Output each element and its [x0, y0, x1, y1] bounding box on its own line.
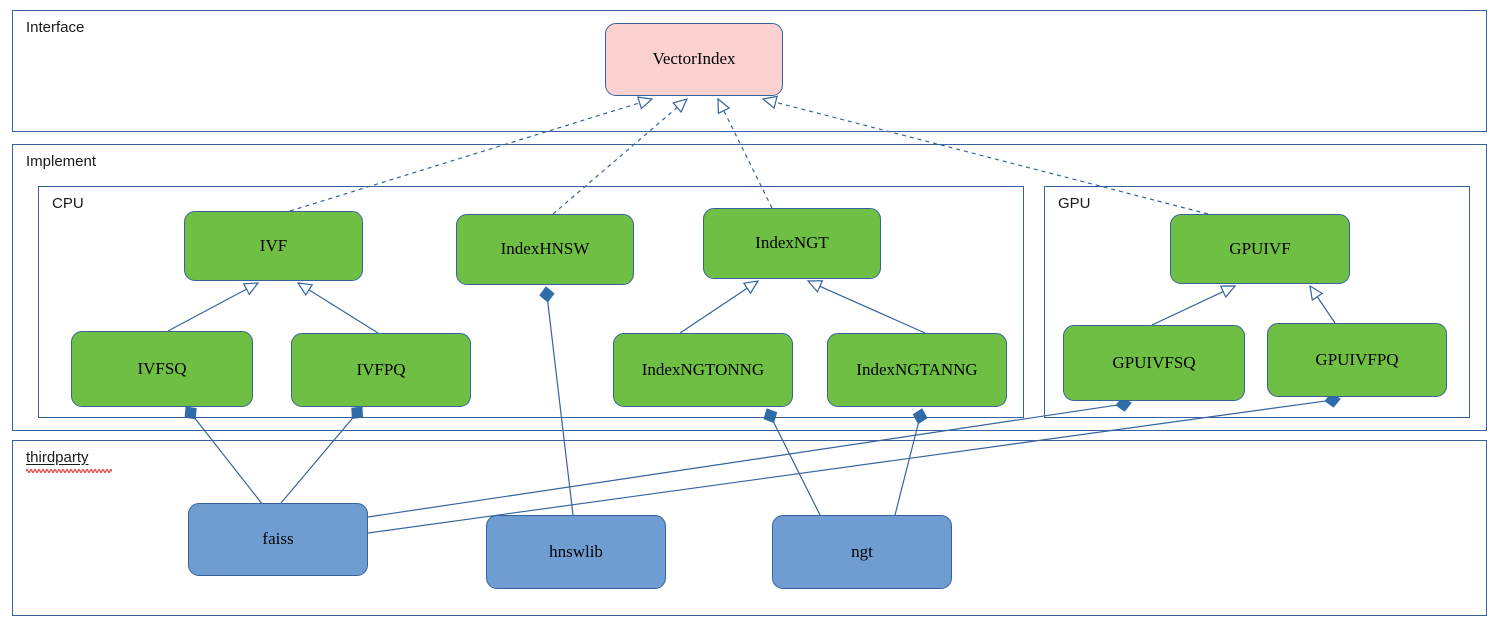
node-vectorindex[interactable]: VectorIndex [605, 23, 783, 96]
frame-label-thirdparty: thirdparty [26, 449, 89, 466]
node-label: IndexNGTANNG [856, 359, 978, 379]
node-label: faiss [262, 529, 294, 549]
edge-ivfsq-to-ivf-generalization [167, 282, 260, 332]
node-gpuivfsq[interactable]: GPUIVFSQ [1063, 325, 1245, 401]
frame-label-gpu: GPU [1058, 195, 1091, 212]
spellcheck-underline [26, 468, 112, 473]
edge-indexhnsw-to-vectorindex-realization [552, 98, 689, 215]
node-faiss[interactable]: faiss [188, 503, 368, 576]
edge-gpuivfsq-to-gpuivf-generalization [1151, 285, 1237, 326]
node-ivfsq[interactable]: IVFSQ [71, 331, 253, 407]
edge-ngt-to-indexngtanng-composition [894, 408, 928, 516]
node-ivfpq[interactable]: IVFPQ [291, 333, 471, 407]
node-label: ngt [851, 541, 873, 561]
edge-indexngtonng-to-indexngt-generalization [679, 280, 760, 334]
frame-cpu [38, 186, 1024, 418]
frame-gpu [1044, 186, 1470, 418]
node-label: IVF [259, 235, 288, 255]
node-indexngtonng[interactable]: IndexNGTONNG [613, 333, 793, 407]
node-label: VectorIndex [652, 49, 736, 69]
node-label: IVFPQ [356, 359, 406, 379]
frame-label-cpu: CPU [52, 195, 84, 212]
frame-interface [12, 10, 1487, 132]
node-label: GPUIVFSQ [1112, 352, 1196, 372]
node-gpuivfpq[interactable]: GPUIVFPQ [1267, 323, 1447, 397]
edge-ivfpq-to-ivf-generalization [296, 282, 379, 334]
node-label: IndexNGTONNG [641, 359, 765, 379]
edge-faiss-to-ivfpq-composition [280, 406, 364, 504]
edge-hnswlib-to-indexhnsw-composition [539, 286, 574, 516]
edge-gpuivfpq-to-gpuivf-generalization [1309, 284, 1336, 324]
frame-thirdparty [12, 440, 1487, 616]
node-hnswlib[interactable]: hnswlib [486, 515, 666, 589]
node-ivf[interactable]: IVF [184, 211, 363, 281]
node-label: IndexNGT [755, 233, 829, 253]
node-ngt[interactable]: ngt [772, 515, 952, 589]
node-label: IndexHNSW [500, 239, 590, 259]
node-label: GPUIVF [1229, 238, 1291, 258]
node-gpuivf[interactable]: GPUIVF [1170, 214, 1350, 284]
node-label: GPUIVFPQ [1315, 349, 1399, 369]
frame-label-implement: Implement [26, 153, 97, 170]
node-label: IVFSQ [137, 358, 187, 378]
edge-gpuivf-to-vectorindex-realization [761, 95, 1209, 215]
edge-indexngtanng-to-indexngt-generalization [806, 280, 926, 334]
frame-implement [12, 144, 1487, 431]
edge-ivf-to-vectorindex-realization [289, 96, 654, 212]
edge-indexngt-to-vectorindex-realization [717, 97, 773, 209]
edge-faiss-to-ivfsq-composition [184, 406, 264, 506]
node-label: hnswlib [549, 541, 603, 561]
node-indexhnsw[interactable]: IndexHNSW [456, 214, 634, 285]
edge-ngt-to-indexngtonng-composition [763, 408, 821, 516]
node-indexngtanng[interactable]: IndexNGTANNG [827, 333, 1007, 407]
frame-label-interface: Interface [26, 19, 85, 36]
node-indexngt[interactable]: IndexNGT [703, 208, 881, 279]
